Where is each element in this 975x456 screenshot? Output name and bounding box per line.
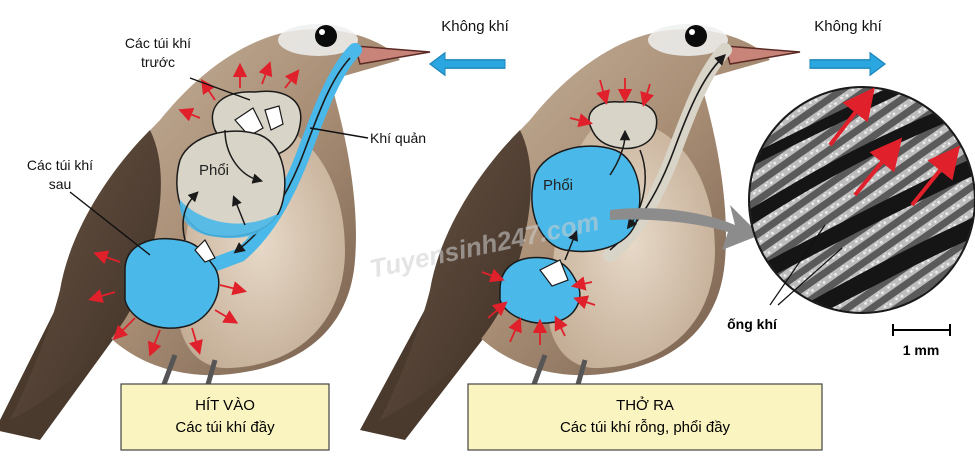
- label-air-out: Không khí: [814, 18, 882, 35]
- bird-left: [0, 24, 431, 440]
- label-scale: 1 mm: [903, 342, 940, 358]
- label-air-tube: ống khí: [727, 316, 778, 332]
- left-posterior-sac: [124, 238, 220, 329]
- bird-left-wing: [10, 130, 161, 420]
- caption-exhale-sub: Các túi khí rỗng, phổi đầy: [560, 419, 731, 436]
- lung-micrograph: [748, 86, 975, 314]
- label-anterior-sacs-2: trước: [141, 54, 175, 70]
- bird-right: [360, 24, 801, 440]
- label-anterior-sacs-1: Các túi khí: [125, 35, 191, 51]
- air-out-arrow: [809, 51, 887, 77]
- zoom-arrow: [610, 205, 760, 250]
- bird-right-wing: [380, 130, 531, 420]
- scale-bar: [892, 324, 951, 336]
- caption-exhale-box: [467, 383, 823, 451]
- caption-exhale-title: THỞ RA: [616, 396, 674, 414]
- caption-inhale-sub: Các túi khí đầy: [175, 419, 275, 436]
- label-trachea: Khí quản: [370, 130, 426, 146]
- label-posterior-sacs-2: sau: [49, 176, 72, 192]
- bird-left-eye: [315, 25, 337, 47]
- caption-inhale-title: HÍT VÀO: [195, 397, 255, 414]
- right-trachea: [603, 43, 732, 262]
- caption-inhale-box: [120, 383, 330, 451]
- label-air-in: Không khí: [441, 18, 509, 35]
- label-right-lung: Phổi: [543, 177, 573, 194]
- bird-right-eye: [685, 25, 707, 47]
- label-posterior-sacs-1: Các túi khí: [27, 157, 93, 173]
- air-in-arrow: [428, 51, 506, 77]
- label-left-lung: Phổi: [199, 162, 229, 179]
